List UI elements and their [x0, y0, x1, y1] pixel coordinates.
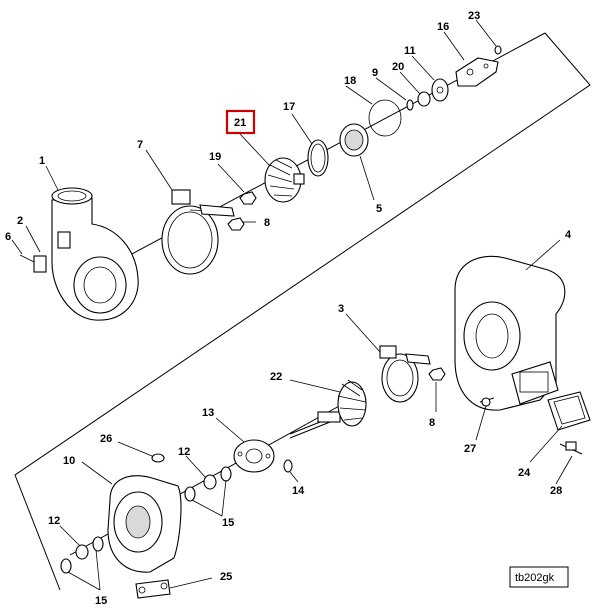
- small-seal-ring: [494, 45, 502, 55]
- compressor-nut: [239, 191, 257, 205]
- callout-14: 14: [292, 485, 305, 497]
- callout-8-upper: 8: [264, 217, 270, 229]
- callout-12-lower: 12: [48, 515, 60, 527]
- callout-19: 19: [209, 151, 221, 163]
- compressor-housing: [51, 187, 139, 321]
- callout-23: 23: [468, 10, 480, 22]
- callout-8-lower: 8: [429, 417, 435, 429]
- callout-3: 3: [338, 303, 344, 315]
- callout-22: 22: [270, 371, 282, 383]
- nut-upper: [227, 217, 245, 231]
- housing-stud: [479, 397, 495, 407]
- thrust-bearing: [431, 78, 449, 102]
- oil-drain-gasket: [135, 579, 171, 599]
- callout-9: 9: [372, 67, 378, 79]
- heat-shield: [233, 439, 275, 473]
- compressor-wheel: [264, 157, 305, 203]
- nut-lower: [428, 367, 446, 381]
- callout-11: 11: [404, 45, 416, 57]
- reference-code: tb202gk: [515, 572, 555, 584]
- journal-bearing-set-lower: [60, 536, 104, 574]
- callout-13: 13: [202, 407, 214, 419]
- callout-24: 24: [518, 467, 531, 479]
- callout-18: 18: [344, 75, 356, 87]
- turbine-wheel-shaft: [289, 379, 367, 439]
- callout-21: 21: [234, 117, 246, 129]
- vband-clamp-upper: [161, 189, 235, 275]
- callout-26: 26: [100, 433, 112, 445]
- leader-lines: [11, 19, 573, 591]
- callout-7: 7: [137, 139, 143, 151]
- o-ring-large: [368, 99, 402, 137]
- callout-6: 6: [5, 231, 11, 243]
- callout-2: 2: [17, 215, 23, 227]
- compressor-backplate: [339, 123, 369, 157]
- turbine-seal-ring: [283, 459, 293, 473]
- callout-28: 28: [550, 485, 562, 497]
- callout-12-upper: 12: [178, 446, 190, 458]
- callout-17: 17: [283, 101, 295, 113]
- callout-27: 27: [464, 443, 476, 455]
- turbine-housing: [454, 255, 566, 411]
- callout-5: 5: [376, 203, 382, 215]
- thrust-plate: [455, 57, 499, 87]
- vband-clamp-lower: [379, 345, 431, 403]
- retaining-ring: [307, 139, 329, 177]
- housing-bolt: [559, 441, 583, 455]
- callout-4: 4: [565, 229, 572, 241]
- oil-seal-ring: [151, 453, 165, 463]
- callout-15-lower: 15: [95, 595, 107, 607]
- callout-10: 10: [63, 455, 75, 467]
- data-plate: [19, 254, 47, 273]
- thrust-collar: [406, 91, 431, 111]
- outlet-gasket: [547, 391, 591, 431]
- highlight-box-21: [225, 109, 256, 135]
- callout-1: 1: [39, 155, 45, 167]
- callout-15-upper: 15: [222, 517, 234, 529]
- callout-25: 25: [220, 571, 232, 583]
- callout-20: 20: [392, 61, 404, 73]
- bearing-housing: [107, 475, 182, 573]
- callout-16: 16: [437, 21, 449, 33]
- reference-code-box: tb202gk: [509, 566, 569, 588]
- callout-labels: 1 2 6 7 19 21 17 18 9 20 11 16 23 8 5 4 …: [5, 10, 572, 607]
